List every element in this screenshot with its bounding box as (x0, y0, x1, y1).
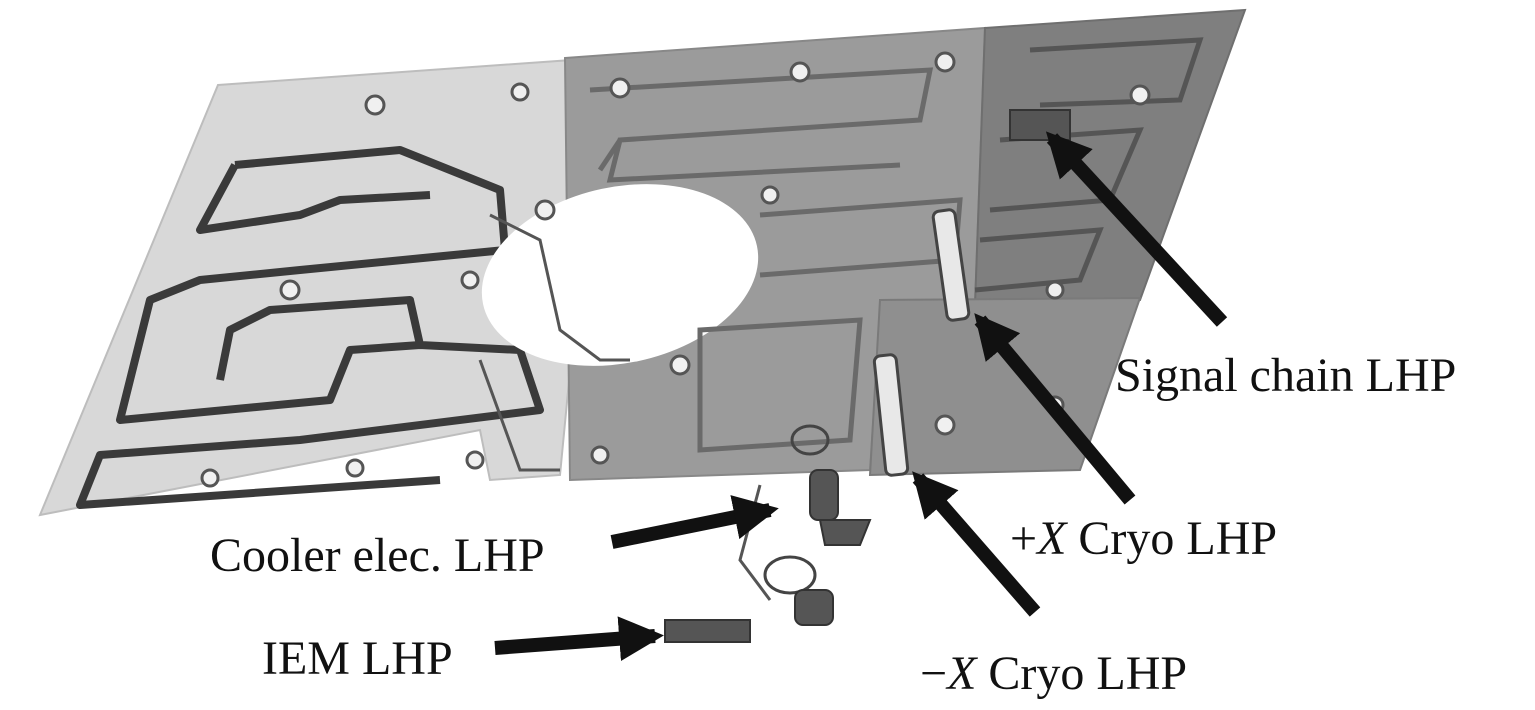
label-axis: X (1037, 512, 1067, 565)
label-text: Signal chain LHP (1115, 349, 1457, 402)
label-suffix: Cryo LHP (976, 647, 1188, 700)
arrow-cooler-elec (610, 495, 779, 549)
leader-arrows (494, 131, 1228, 662)
label-signal-chain-lhp: Signal chain LHP (1115, 352, 1456, 400)
label-text: Cooler elec. LHP (210, 529, 545, 582)
label-cooler-elec-lhp: Cooler elec. LHP (210, 532, 545, 580)
label-prefix: + (1010, 512, 1038, 565)
mounting-holes (200, 51, 1151, 488)
left-serpentine-pipe-upper (196, 163, 431, 234)
lhp-components (664, 109, 1071, 643)
label-axis: X (947, 647, 977, 700)
panel-cutout (481, 184, 759, 366)
label-iem-lhp: IEM LHP (262, 635, 453, 683)
label-prefix: − (920, 647, 948, 700)
label-minus-x-cryo-lhp: −X Cryo LHP (920, 650, 1187, 698)
arrow-minus-x-cryo (912, 471, 1041, 617)
label-text: IEM LHP (262, 632, 453, 685)
label-suffix: Cryo LHP (1066, 512, 1278, 565)
arrow-signal-chain (1045, 131, 1228, 327)
label-plus-x-cryo-lhp: +X Cryo LHP (1010, 515, 1277, 563)
lower-right-radiator-panel (868, 296, 1142, 477)
arrow-iem (494, 616, 664, 662)
arrow-plus-x-cryo (974, 313, 1136, 505)
left-serpentine-pipe (76, 146, 544, 509)
right-radiator-panel (973, 8, 1247, 307)
